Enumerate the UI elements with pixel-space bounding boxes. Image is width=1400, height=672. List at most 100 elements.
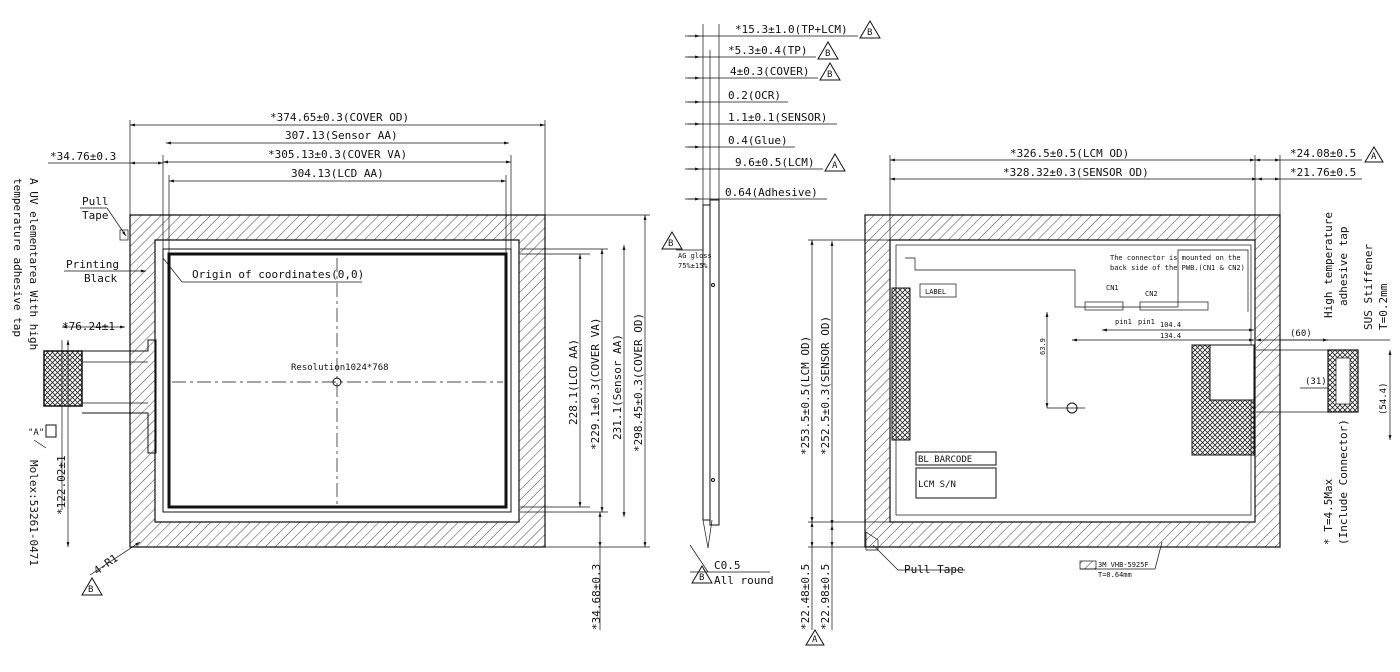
left-side-hatch-strip <box>891 287 911 441</box>
ag-gloss-2: 75%±15% <box>678 262 708 270</box>
lcm-od-height: *253.5±0.5(LCM OD) <box>799 336 812 455</box>
sensor-aa-width: 307.13(Sensor AA) <box>285 129 398 142</box>
front-view: Resolution1024*768 *374.65±0.3(COVER OD)… <box>11 111 650 630</box>
dim-134-4: 134.4 <box>1160 332 1181 340</box>
side-layer-flag-2 <box>819 62 841 81</box>
pull-tape-label-2: Tape <box>82 209 109 222</box>
sus-stiffener-1: SUS Stiffener <box>1362 244 1375 330</box>
label-text: LABEL <box>925 288 946 296</box>
side-layer-1: *5.3±0.4(TP) <box>728 44 807 57</box>
label-box <box>919 283 957 298</box>
pin1-label-b: pin1 <box>1138 318 1155 326</box>
right-offset-1-flag <box>1364 146 1384 163</box>
tmax-2: (Include Connector) <box>1337 419 1350 545</box>
molex-connector-label: Molex:53261-0471 <box>27 460 40 566</box>
barcode-text: BL BARCODE <box>918 455 972 465</box>
lcd-aa-height: 228.1(LCD AA) <box>567 339 580 425</box>
chamfer-flag-letter: B <box>699 573 704 583</box>
back-pull-tape-label: Pull Tape <box>904 563 964 576</box>
right-offset-2: *21.76±0.5 <box>1290 166 1356 179</box>
dim-104-4: 104.4 <box>1160 321 1181 329</box>
chamfer-label: C0.5 <box>714 559 741 572</box>
side-layer-0: *15.3±1.0(TP+LCM) <box>735 23 848 36</box>
datum-b-flag: B <box>88 585 93 595</box>
side-layer-flag-letter-6: A <box>832 161 838 171</box>
barcode-box <box>915 451 997 466</box>
side-layer-flag-6 <box>824 153 846 172</box>
pin1-label-a: pin1 <box>1115 318 1132 326</box>
fpc-height-dim: *122.02±1 <box>55 455 68 515</box>
sus-stiffener-2: T=0.2mm <box>1377 283 1390 330</box>
bottom-flag <box>805 629 825 646</box>
back-center-mark <box>1066 402 1078 414</box>
origin-label: Origin of coordinates(0,0) <box>192 268 364 281</box>
dim-54-4: (54.4) <box>1379 382 1389 415</box>
bottom-dim-2: *22.98±0.5 <box>819 564 832 630</box>
front-cover-border <box>129 214 546 548</box>
connector-note-1: The connector is mounted on the <box>1110 254 1241 262</box>
front-lcd-frame <box>154 239 520 523</box>
printing-label-2: Black <box>84 272 117 285</box>
lcm-sn-box <box>915 467 997 499</box>
high-temp-2: adhesive tap <box>1337 227 1350 306</box>
bottom-offset-dim: *34.68±0.3 <box>590 564 603 630</box>
lcd-aa-width: 304.13(LCD AA) <box>291 167 384 180</box>
front-active-area <box>167 252 508 509</box>
lcm-sn-text: LCM S/N <box>918 480 956 490</box>
sensor-od-height: *252.5±0.3(SENSOR OD) <box>819 316 832 455</box>
resolution-label: Resolution1024*768 <box>291 363 389 373</box>
dim-60: (60) <box>1290 329 1312 339</box>
side-layer-5: 0.4(Glue) <box>728 134 788 147</box>
side-layer-flag-0 <box>859 20 881 39</box>
side-layer-4: 1.1±0.1(SENSOR) <box>728 111 827 124</box>
cn2-label: CN2 <box>1145 290 1158 298</box>
cover-va-width: *305.13±0.3(COVER VA) <box>268 148 407 161</box>
connector-note-2: back side of the PWB.(CN1 & CN2) <box>1110 264 1245 272</box>
side-layer-2: 4±0.3(COVER) <box>730 65 809 78</box>
cover-od-height: *298.45±0.3(COVER OD) <box>632 313 645 452</box>
vhb-label-1: 3M VHB-5925F <box>1098 561 1149 569</box>
right-offset-1: *24.08±0.5 <box>1290 147 1356 160</box>
side-layer-flag-letter-0: B <box>867 28 872 38</box>
dim-31: (31) <box>1305 377 1327 387</box>
side-layer-flag-letter-1: B <box>825 49 830 59</box>
cover-od-width: *374.65±0.3(COVER OD) <box>270 111 409 124</box>
fpc-connector-block <box>43 350 83 407</box>
side-layer-flag-1 <box>817 41 839 60</box>
cn1-label: CN1 <box>1106 284 1119 292</box>
side-layer-3: 0.2(OCR) <box>728 89 781 102</box>
vhb-label-2: T=0.64mm <box>1098 571 1132 579</box>
bottom-flag-letter: A <box>812 635 818 645</box>
side-layer-list: *15.3±1.0(TP+LCM) B *5.3±0.4(TP) B 4±0.3(COV… <box>685 20 881 201</box>
lcm-od-width: *326.5±0.5(LCM OD) <box>1010 147 1129 160</box>
fpc-offset-dim: *76.24±1 <box>62 320 115 333</box>
origin-center-mark <box>332 377 342 387</box>
uv-note-1: A UV elementarea With high <box>27 178 40 350</box>
front-view-area <box>162 248 512 513</box>
pull-tape-label-1: Pull <box>82 195 109 208</box>
printing-label-1: Printing <box>66 258 119 271</box>
ag-flag-letter: B <box>668 239 673 249</box>
chamfer-all-round: All round <box>714 574 774 587</box>
sensor-aa-height: 231.1(Sensor AA) <box>611 334 624 440</box>
side-layer-6: 9.6±0.5(LCM) <box>735 156 814 169</box>
ag-gloss-flag <box>661 231 683 250</box>
side-layer-flag-letter-2: B <box>827 70 832 80</box>
side-layer-7: 0.64(Adhesive) <box>725 186 818 199</box>
chamfer-flag <box>691 565 713 584</box>
side-view: *15.3±1.0(TP+LCM) B *5.3±0.4(TP) B 4±0.3(COV… <box>661 20 881 587</box>
high-temp-1: High temperature <box>1322 212 1335 318</box>
bottom-dim-1: *22.48±0.5 <box>799 564 812 630</box>
tmax-1: * T=4.5Max <box>1322 478 1335 545</box>
uv-note-2: temperature adhesive tap <box>11 178 24 337</box>
sensor-od-width: *328.32±0.3(SENSOR OD) <box>1003 166 1149 179</box>
cover-va-height: *229.1±0.3(COVER VA) <box>589 318 602 450</box>
right-flag-letter: A <box>1371 152 1377 162</box>
ag-gloss-1: AG gloss <box>678 252 712 260</box>
dim-63-9: 63.9 <box>1039 338 1047 355</box>
datum-b-triangle <box>81 577 103 596</box>
detail-a-label: "A" <box>28 428 44 438</box>
back-view: 104.4 134.4 63.9 The connector is mounte… <box>799 146 1392 646</box>
left-offset-dim: *34.76±0.3 <box>50 150 116 163</box>
